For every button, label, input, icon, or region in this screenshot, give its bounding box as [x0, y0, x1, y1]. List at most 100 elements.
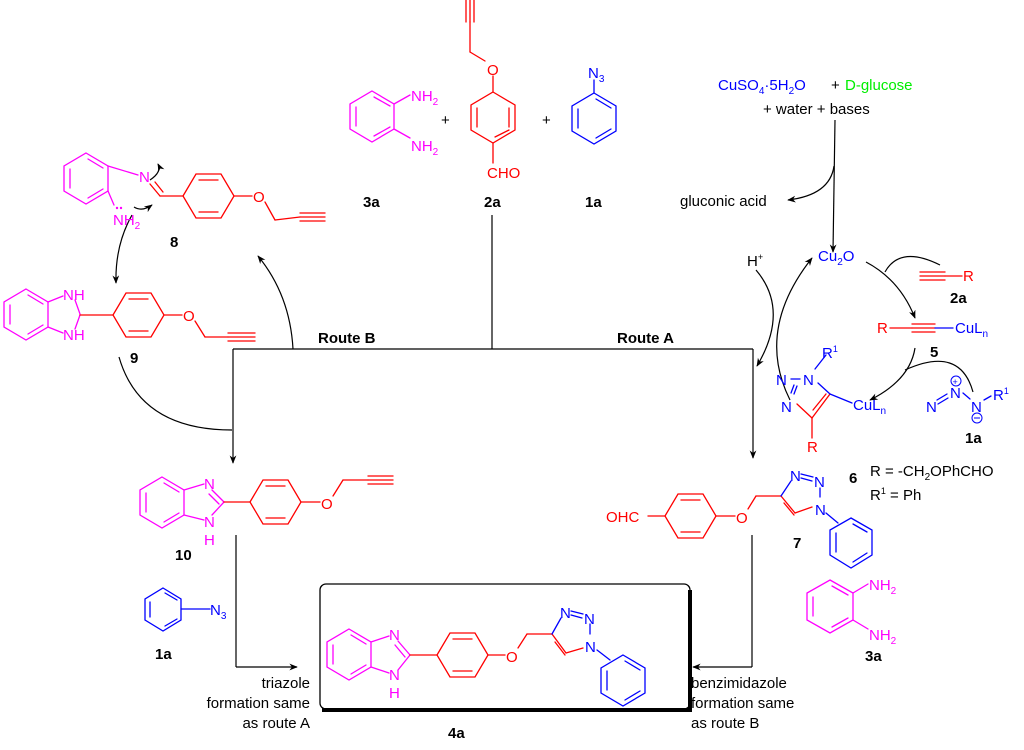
label-1a-cycle: 1a [965, 430, 982, 447]
benzimidazole-oxygen: O [321, 496, 333, 513]
benzimidazole-h: H [204, 532, 215, 549]
svg-text:formation same: formation same [691, 695, 794, 712]
benzimidazole-n: N [204, 476, 215, 493]
azide-r1: R1 [993, 386, 1009, 404]
reagent-1a-azide: N3 1a [571, 65, 617, 211]
svg-text:benzimidazole: benzimidazole [691, 675, 787, 692]
alkyne-r: R [963, 268, 974, 285]
ether-oxygen: O [487, 62, 499, 79]
side-nh2-bottom: NH2 [869, 627, 897, 647]
label-7: 7 [793, 535, 801, 552]
proton-text: H+ [747, 252, 763, 270]
note-left: triazole formation same as route A [207, 675, 310, 732]
label-5: 5 [930, 344, 938, 361]
reagent-2a-aldehyde: O CHO 2a [465, 0, 520, 211]
plus-sign-2: + [542, 112, 551, 129]
triazole-aldehyde-oxygen: O [736, 510, 748, 527]
label-2a-cycle: 2a [950, 290, 967, 307]
azide-n3: N3 [588, 65, 605, 85]
imine-oxygen: O [253, 189, 265, 206]
label-3a: 3a [363, 194, 380, 211]
product-triazole-n2: N [584, 611, 595, 628]
nh2-bottom: NH2 [411, 138, 439, 158]
acetylide-culn: CuLn [955, 320, 988, 340]
product-h: H [389, 685, 400, 702]
benzimidazole-n-h: N [204, 514, 215, 531]
route-b-to-8-arrow [257, 255, 294, 350]
catalyst-arrow [829, 119, 837, 253]
route-a-label: Route A [617, 330, 674, 347]
triazole-n3: N [790, 468, 801, 485]
triazolyl-r1: R1 [822, 344, 838, 362]
d-glucose-text: D-glucose [845, 77, 913, 94]
imine-nh2: NH2 [113, 212, 141, 232]
side-reagent-3a: NH2 NH2 3a [806, 577, 897, 665]
triazolyl-r: R [807, 439, 818, 456]
triazolyl-n3: N [781, 399, 792, 416]
reagent-3a-diamine: NH2 NH2 3a [349, 88, 439, 211]
catalyst-system: CuSO4·5H2O + D-glucose + water + bases g… [680, 77, 913, 253]
electron-push-arrow-2 [133, 204, 153, 213]
regen-arrow [776, 257, 813, 401]
side-azide-n3: N3 [210, 602, 227, 622]
side-reagent-1a: N3 1a [144, 587, 227, 663]
svg-text:triazole: triazole [262, 675, 310, 692]
aldehyde-cho: CHO [487, 165, 520, 182]
8-to-9-arrow [112, 214, 133, 284]
triazole-n1: N [815, 502, 826, 519]
side-nh2-top: NH2 [869, 577, 897, 597]
product-benzimidazole-nh: N [389, 667, 400, 684]
release-arrow [755, 269, 774, 367]
imine-n: N [139, 169, 150, 186]
9-to-10-arrow [118, 356, 233, 431]
triazole-n2: N [814, 474, 825, 491]
catalyst-plus: + [831, 77, 840, 94]
label-2a: 2a [484, 194, 501, 211]
azide-n-terminal: N [926, 399, 937, 416]
label-6: 6 [849, 470, 857, 487]
product-box [319, 583, 691, 710]
intermediate-8-imine: N NH2 O 8 [63, 152, 326, 251]
cu2o-to-acetylide-arrow [865, 261, 916, 319]
aminal-nh-top: NH [63, 287, 85, 304]
cu2o-text: Cu2O [818, 248, 854, 268]
route-connectors: Route B Route A [112, 214, 757, 464]
label-8: 8 [170, 234, 178, 251]
intermediate-7-triazole-aldehyde: OHC O N N N 7 [606, 468, 873, 569]
product-4a: N N H O N N N 4a [319, 583, 692, 742]
cuso4-text: CuSO4·5H2O [718, 77, 806, 97]
label-9: 9 [130, 350, 138, 367]
catalytic-cycle-a: Cu2O H+ R 2a R CuLn 5 [747, 248, 1009, 504]
product-box-shadow [322, 590, 692, 712]
intermediate-10-benzimidazole: N N H O 10 [139, 475, 394, 564]
label-4a: 4a [448, 725, 465, 742]
svg-text:formation same: formation same [207, 695, 310, 712]
label-1a: 1a [585, 194, 602, 211]
ohc-text: OHC [606, 509, 640, 526]
plus-sign: + [441, 112, 450, 129]
acetylide-to-triazolyl-arrow [869, 347, 916, 401]
triazolyl-n1: N [776, 372, 787, 389]
acetylide-r: R [877, 320, 888, 337]
nh2-top: NH2 [411, 88, 439, 108]
intermediate-9-aminal: NH NH O 9 [3, 287, 256, 367]
svg-text:as route B: as route B [691, 715, 759, 732]
label-10: 10 [175, 547, 192, 564]
product-benzimidazole-n: N [389, 627, 400, 644]
gluconic-acid-text: gluconic acid [680, 193, 767, 210]
aminal-nh-bottom: NH [63, 327, 85, 344]
note-right: benzimidazole formation same as route B [691, 675, 794, 732]
label-3a-side: 3a [865, 648, 882, 665]
product-triazole-n1: N [585, 639, 596, 656]
electron-push-arrow-1 [149, 163, 165, 181]
triazolyl-n2: N [803, 372, 814, 389]
r-definition: R = -CH2OPhCHO [870, 463, 994, 483]
product-oxygen: O [506, 649, 518, 666]
r1-definition: R1 = Ph [870, 486, 921, 504]
water-bases-text: + water + bases [763, 101, 870, 118]
gluconic-arrow [787, 165, 835, 203]
azide-n-internal: N [971, 399, 982, 416]
product-triazole-n3: N [560, 605, 571, 622]
label-1a-side: 1a [155, 646, 172, 663]
